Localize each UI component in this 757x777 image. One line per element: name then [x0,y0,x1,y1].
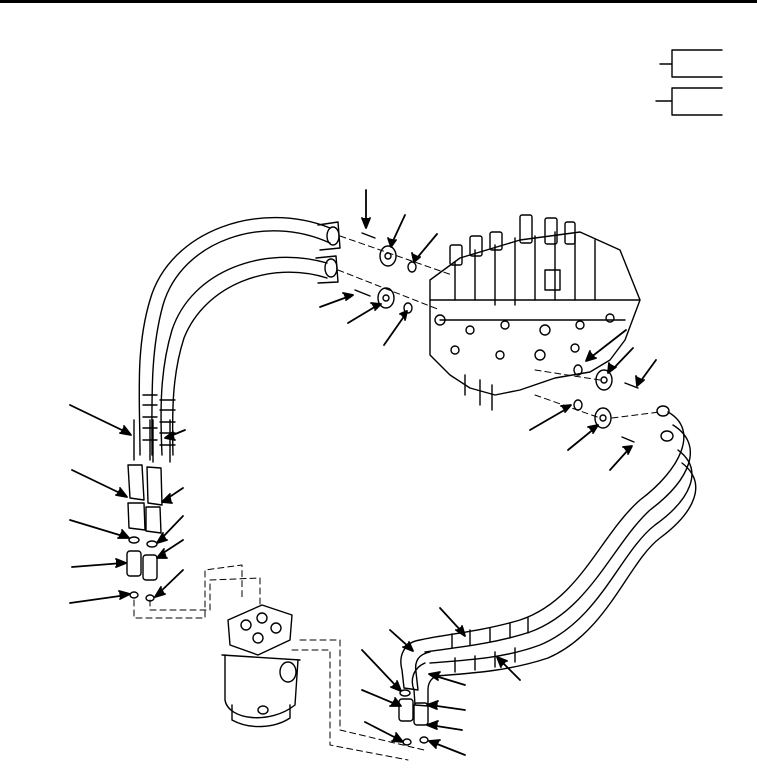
callout-arrows [69,189,657,756]
flange-kits [354,232,639,443]
control-valve [429,214,641,411]
dashed-leader-lines [133,235,661,761]
hose-assembly-left [126,216,341,602]
top-rule [0,0,757,3]
hose-assembly-right [398,405,697,746]
legend-bracket [655,49,723,116]
swivel-joint [221,604,301,728]
